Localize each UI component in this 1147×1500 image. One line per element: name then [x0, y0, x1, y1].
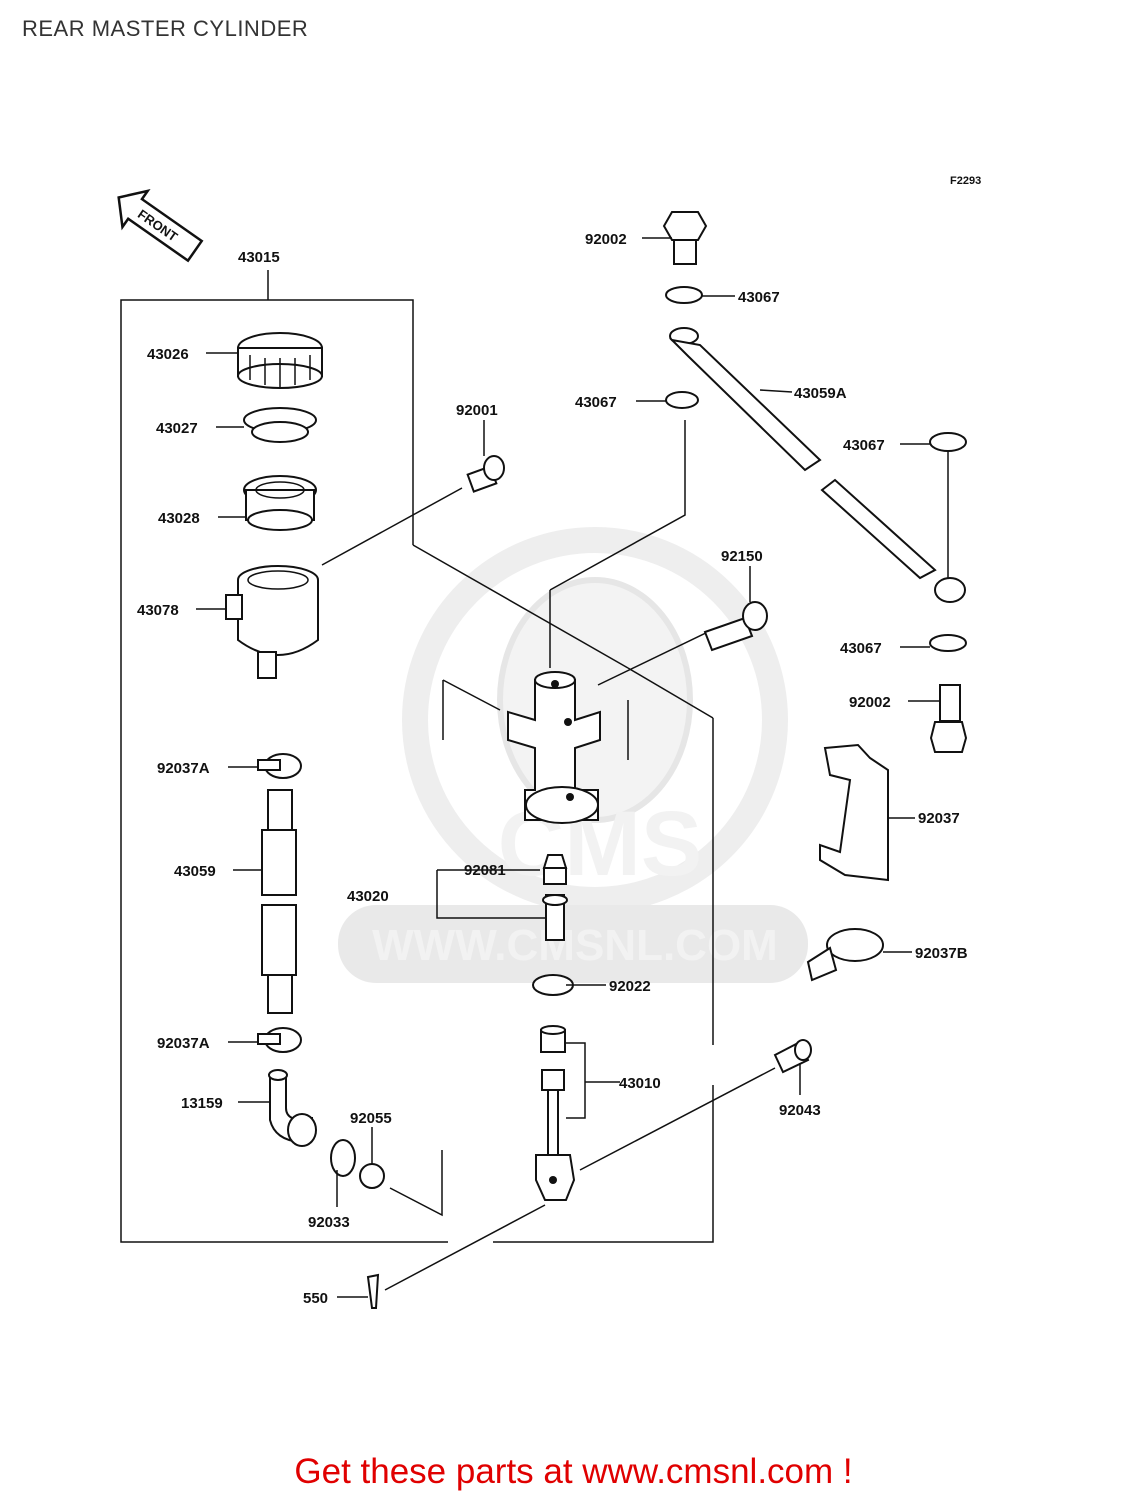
part-label-92043[interactable]: 92043 — [779, 1102, 821, 1119]
leader-lines — [196, 237, 940, 1298]
part-label-13159[interactable]: 13159 — [181, 1095, 223, 1112]
part-label-92002-bottom[interactable]: 92002 — [849, 694, 891, 711]
part-label-43020[interactable]: 43020 — [347, 888, 389, 905]
cotter-pin — [366, 1273, 380, 1309]
part-label-43067-a[interactable]: 43067 — [738, 289, 780, 306]
washer-4 — [929, 634, 967, 652]
part-label-92037A-top[interactable]: 92037A — [157, 760, 210, 777]
part-label-92022[interactable]: 92022 — [609, 978, 651, 995]
part-label-92037B[interactable]: 92037B — [915, 945, 968, 962]
banjo-fitting-bottom — [934, 577, 966, 603]
diaphragm — [243, 475, 317, 531]
watermark-url: WWW.CMSNL.COM — [372, 921, 778, 970]
hose-elbow-fitting — [268, 1069, 317, 1147]
circlip — [330, 1139, 356, 1177]
part-label-92001[interactable]: 92001 — [456, 402, 498, 419]
part-label-92033[interactable]: 92033 — [308, 1214, 350, 1231]
o-ring — [359, 1163, 385, 1189]
clevis-pin — [773, 1039, 812, 1074]
part-label-43059A[interactable]: 43059A — [794, 385, 847, 402]
piston-spring — [542, 854, 568, 885]
part-label-43059[interactable]: 43059 — [174, 863, 216, 880]
page-title: REAR MASTER CYLINDER — [22, 16, 309, 41]
part-label-43010[interactable]: 43010 — [619, 1075, 661, 1092]
part-label-43015[interactable]: 43015 — [238, 249, 280, 266]
reservoir-hose — [261, 789, 297, 1014]
hose-clamp-bottom — [257, 1027, 302, 1053]
part-label-92150[interactable]: 92150 — [721, 548, 763, 565]
part-label-43026[interactable]: 43026 — [147, 346, 189, 363]
part-label-43028[interactable]: 43028 — [158, 510, 200, 527]
part-label-43067-d[interactable]: 43067 — [840, 640, 882, 657]
washer-1 — [665, 286, 703, 304]
footer-cta: Get these parts at www.cmsnl.com ! — [0, 1452, 1147, 1492]
washer-2 — [665, 391, 699, 409]
brake-hose — [669, 338, 937, 580]
reservoir-tank — [225, 565, 319, 679]
part-label-92055[interactable]: 92055 — [350, 1110, 392, 1127]
hose-bracket — [819, 743, 889, 882]
part-label-92081[interactable]: 92081 — [464, 862, 506, 879]
assembly-box-43015 — [120, 299, 448, 1243]
part-label-92037[interactable]: 92037 — [918, 810, 960, 827]
front-arrow-icon: FRONT — [117, 188, 204, 263]
union-bolt — [703, 601, 768, 652]
hose-clamp-b — [806, 928, 884, 982]
piston — [542, 894, 568, 941]
part-labels: 43015 43026 43027 43028 43078 92037A 430… — [137, 231, 968, 1307]
footer-link[interactable]: Get these parts at www.cmsnl.com ! — [294, 1452, 853, 1491]
banjo-bolt-bottom — [929, 684, 968, 753]
reservoir-cap — [237, 332, 323, 389]
figure-code: F2293 — [950, 175, 981, 187]
master-cylinder-body — [442, 671, 629, 824]
part-label-43067-c[interactable]: 43067 — [843, 437, 885, 454]
banjo-bolt-top — [662, 211, 708, 265]
hose-clamp-top — [257, 753, 302, 779]
push-rod-assembly — [535, 1025, 576, 1201]
part-label-550[interactable]: 550 — [303, 1290, 328, 1307]
part-label-43067-b[interactable]: 43067 — [575, 394, 617, 411]
washer-3 — [929, 432, 967, 452]
diaphragm-plate — [243, 407, 317, 443]
part-label-92037A-bottom[interactable]: 92037A — [157, 1035, 210, 1052]
reservoir-screw — [466, 455, 505, 493]
part-label-92002-top[interactable]: 92002 — [585, 231, 627, 248]
part-label-43027[interactable]: 43027 — [156, 420, 198, 437]
part-label-43078[interactable]: 43078 — [137, 602, 179, 619]
